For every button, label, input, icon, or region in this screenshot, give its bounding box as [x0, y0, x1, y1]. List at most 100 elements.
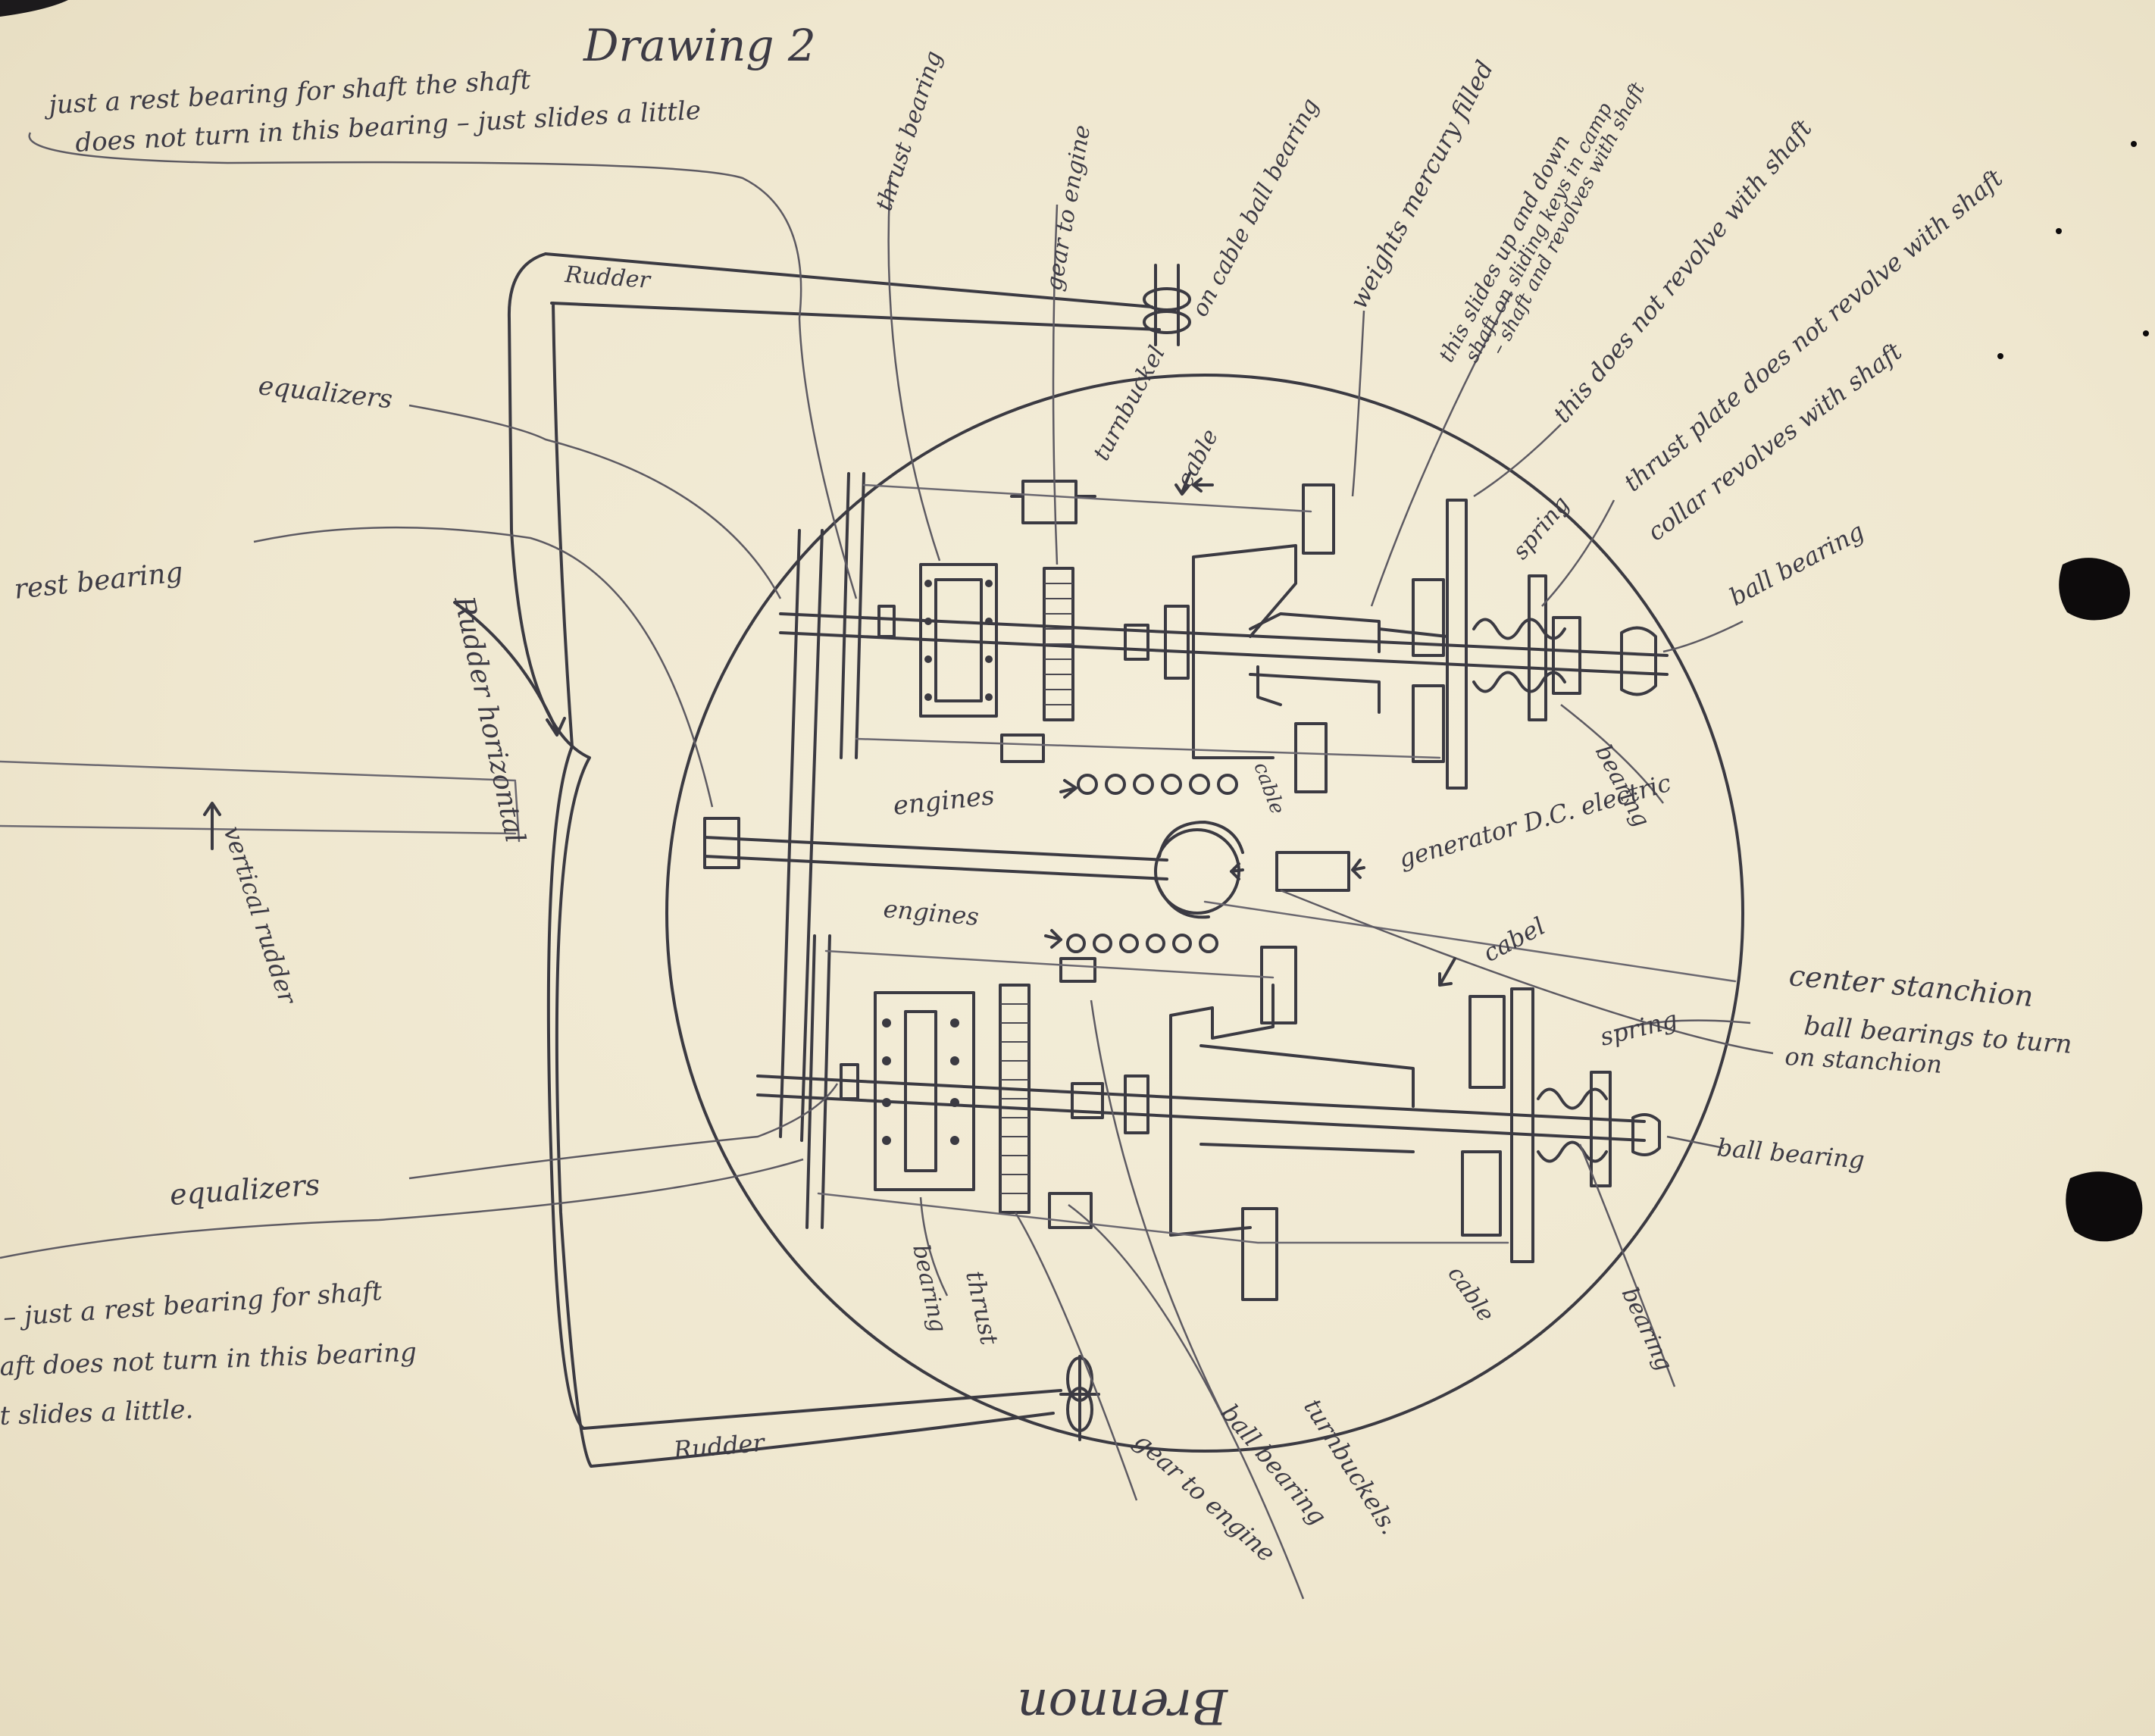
left-rest-bearing-block [703, 817, 740, 869]
cable-upper-low [855, 737, 1441, 759]
drawing-title: Drawing 2 [583, 20, 816, 71]
upper-end-ball-bearing [1620, 626, 1657, 696]
label-rest-bearing-left: rest bearing [13, 557, 185, 605]
cable-lower-low [817, 1192, 1509, 1244]
ink-speck [1997, 353, 2003, 359]
signature: Brennon [1017, 1678, 1228, 1734]
engines-top-row [1077, 774, 1238, 795]
leader-gear-to-engine [1052, 204, 1059, 565]
arrow-generator-left [1230, 862, 1244, 881]
arrow-cable-top [1174, 472, 1191, 496]
equalizer-bar [779, 529, 824, 1142]
label-cable-mid: cable [1249, 759, 1288, 817]
horizontal-rudder-end [514, 780, 521, 843]
leader-rest-bearing-top [28, 132, 858, 599]
arrow-cabel [1438, 957, 1456, 987]
generator-box [1275, 851, 1350, 892]
label-rest-bearing-bottom-1: – just a rest bearing for shaft [2, 1276, 383, 1333]
corner-smudge [0, 0, 68, 17]
horizontal-rudder-line-lower [0, 824, 517, 835]
label-vertical-rudder: vertical rudder [217, 823, 302, 1009]
punch-hole-lower [2066, 1171, 2143, 1242]
label-bearing-lower-left: bearing [907, 1242, 952, 1334]
leader-rest-bearing-bottom [0, 1158, 804, 1259]
ink-speck [2131, 141, 2137, 147]
label-cable-top: cable [1171, 425, 1224, 492]
arrow-generator [1351, 859, 1365, 879]
label-bearing-bottom-right: bearing [1616, 1284, 1678, 1375]
upper-equalizer-block [877, 605, 896, 638]
label-cable-ball-bearing: on cable ball bearing [1187, 94, 1325, 321]
label-engines-bottom: engines [882, 894, 980, 931]
arrow-engines-bottom [1044, 929, 1062, 949]
arrow-turnbuckel [1192, 477, 1214, 493]
label-rudder-bottom: Rudder [671, 1428, 766, 1465]
lower-thrust-plate [1510, 987, 1534, 1263]
leader-equalizers-top [408, 404, 782, 599]
leader-bearing-top [1560, 704, 1664, 804]
upper-turnbuckle [1010, 480, 1096, 524]
label-slides-2: shaft on sliding keys in camp [1461, 99, 1618, 366]
label-cable-bottom: cable [1442, 1262, 1499, 1328]
upper-spring [1472, 618, 1566, 693]
label-center-stanchion: center stanchion [1787, 959, 2035, 1013]
leader-bearing-lower-left [919, 1196, 949, 1297]
punch-hole-upper [2059, 558, 2130, 621]
ink-speck [2143, 330, 2149, 336]
rudder-frame-inner [546, 302, 1161, 1430]
upper-collar-block [1552, 616, 1581, 695]
center-stanchion [1154, 821, 1244, 919]
label-thrust-bottom: thrust [960, 1268, 1004, 1348]
rudder-pulley-bottom [1059, 1355, 1100, 1441]
label-cabel: cabel [1478, 912, 1550, 968]
leader-equalizers-bottom [408, 1083, 839, 1180]
upper-collar [1528, 574, 1547, 721]
engines-bottom-row [1066, 934, 1218, 953]
hull-circle [665, 374, 1744, 1453]
rudder-pulley-top [1143, 264, 1191, 346]
cable-lower [824, 949, 1275, 979]
leader-ball-bearing-bottom [1666, 1135, 1725, 1150]
leader-turnbuckels [1068, 1203, 1305, 1600]
cable-upper [862, 483, 1312, 513]
label-rest-bearing-bottom-3: t slides a little. [0, 1394, 194, 1431]
upper-engine-clamp [1000, 733, 1045, 763]
label-thrust-bearing-top: thrust bearing [871, 48, 947, 214]
label-rest-bearing-bottom-2: aft does not turn in this bearing [0, 1337, 417, 1382]
leader-bearing-bottom-right [1578, 1143, 1676, 1387]
rudder-frame-outer [507, 252, 1055, 1468]
arrow-rudder-horizontal [453, 601, 566, 737]
leader-not-revolve [1473, 424, 1562, 498]
arrow-vertical-rudder [203, 802, 221, 850]
leader-ball-bearing-top [1662, 620, 1744, 653]
label-ball-bearing-bottom: ball bearing [1716, 1133, 1866, 1175]
label-thrust-plate: thrust plate does not revolve with shaft [1619, 164, 2009, 497]
upper-shaft [779, 612, 1669, 676]
lower-spring [1537, 1087, 1608, 1163]
label-ball-bearing-top: ball bearing [1725, 517, 1869, 612]
leader-ball-bearings-stanchion [1280, 889, 1774, 1055]
leader-ball-bearing-lower [1090, 999, 1229, 1425]
lower-gear-block [874, 991, 975, 1191]
label-gear-to-engine-top: gear to engine [1040, 123, 1096, 292]
lower-rest-bar [805, 934, 831, 1229]
lower-collar [1590, 1071, 1612, 1187]
lower-gear-rack [999, 984, 1031, 1214]
label-rudder-top: Rudder [563, 261, 652, 294]
label-equalizers-bottom: equalizers [169, 1168, 321, 1212]
lower-equalizer-block [840, 1063, 859, 1100]
label-engines-top: engines [892, 780, 996, 821]
label-turnbuckel: turnbuckel [1088, 342, 1171, 465]
lower-ball-bearing [1071, 1074, 1149, 1134]
arrow-engines-top [1059, 779, 1078, 799]
leader-slides [1370, 291, 1513, 607]
leader-collar [1541, 499, 1615, 607]
leader-gear-to-engine-bottom [1014, 1212, 1138, 1501]
ink-speck [2056, 228, 2062, 234]
label-equalizers-top: equalizers [257, 371, 394, 414]
label-spring-top: spring [1507, 491, 1575, 565]
leader-thrust-bearing [887, 177, 941, 561]
upper-ball-bearing [1124, 605, 1190, 680]
